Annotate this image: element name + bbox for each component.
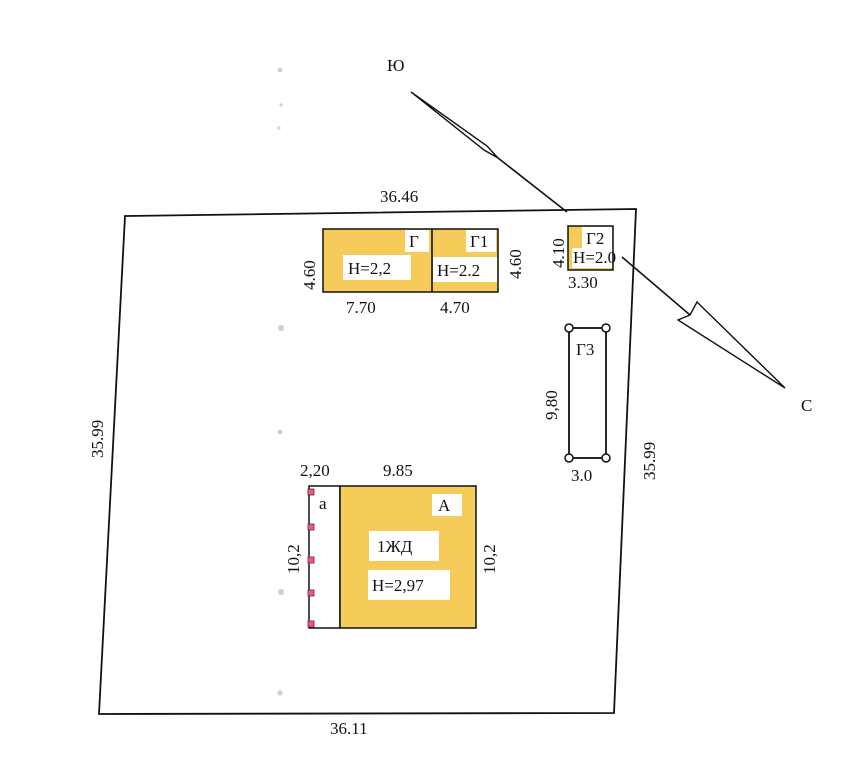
- annex-a-label: а: [319, 494, 327, 513]
- building-g2-label-box: [582, 227, 612, 249]
- annex-a-markers: [307, 488, 315, 628]
- south-arrow-icon: [410, 91, 568, 213]
- annex-a-width: 2,20: [300, 461, 330, 480]
- building-g1-label-box: [466, 230, 496, 252]
- parcel-right-length: 35.99: [640, 442, 659, 480]
- building-g-height-box: [343, 255, 411, 280]
- building-g-height: H=2,2: [348, 259, 391, 278]
- building-a-usage-box: [369, 531, 439, 561]
- parcel-bottom-length: 36.11: [330, 719, 368, 738]
- building-a-width: 9.85: [383, 461, 413, 480]
- building-a-label: А: [438, 496, 451, 515]
- building-g1-depth: 4.60: [506, 249, 525, 279]
- building-g2-depth: 4.10: [549, 238, 568, 268]
- building-g-depth: 4.60: [300, 260, 319, 290]
- building-g-label: Г: [409, 232, 419, 251]
- parcel-top-length: 36.46: [380, 187, 418, 206]
- building-g-label-box: [405, 230, 429, 252]
- north-label: С: [801, 396, 812, 415]
- watermark-dots: [277, 67, 284, 696]
- parcel-left-length: 35.99: [88, 420, 107, 458]
- building-a-depth-right: 10,2: [480, 544, 499, 574]
- building-g1-width: 4.70: [440, 298, 470, 317]
- building-g2-height-box: [572, 248, 612, 268]
- building-g2-height: H=2.0: [573, 248, 616, 267]
- building-g3-depth: 9,80: [542, 390, 561, 420]
- building-a-height: H=2,97: [372, 576, 424, 595]
- building-a-usage: 1ЖД: [377, 537, 413, 556]
- building-g2-label: Г2: [586, 229, 604, 248]
- building-a-label-box: [432, 494, 462, 516]
- building-g1-height-box: [433, 257, 497, 282]
- building-g3-label: Г3: [576, 340, 594, 359]
- building-g-width: 7.70: [346, 298, 376, 317]
- north-arrow-icon: [621, 256, 786, 389]
- south-label: Ю: [387, 56, 404, 75]
- building-g3-post-markers: [564, 323, 611, 463]
- building-a-height-box: [368, 570, 450, 600]
- building-g1-label: Г1: [470, 232, 488, 251]
- building-g2-width: 3.30: [568, 273, 598, 292]
- building-g3-width: 3.0: [571, 466, 592, 485]
- building-g1-height: H=2.2: [437, 261, 480, 280]
- parcel-boundary: [98, 208, 637, 715]
- building-a-depth-left: 10,2: [284, 544, 303, 574]
- building-g3: [568, 327, 607, 459]
